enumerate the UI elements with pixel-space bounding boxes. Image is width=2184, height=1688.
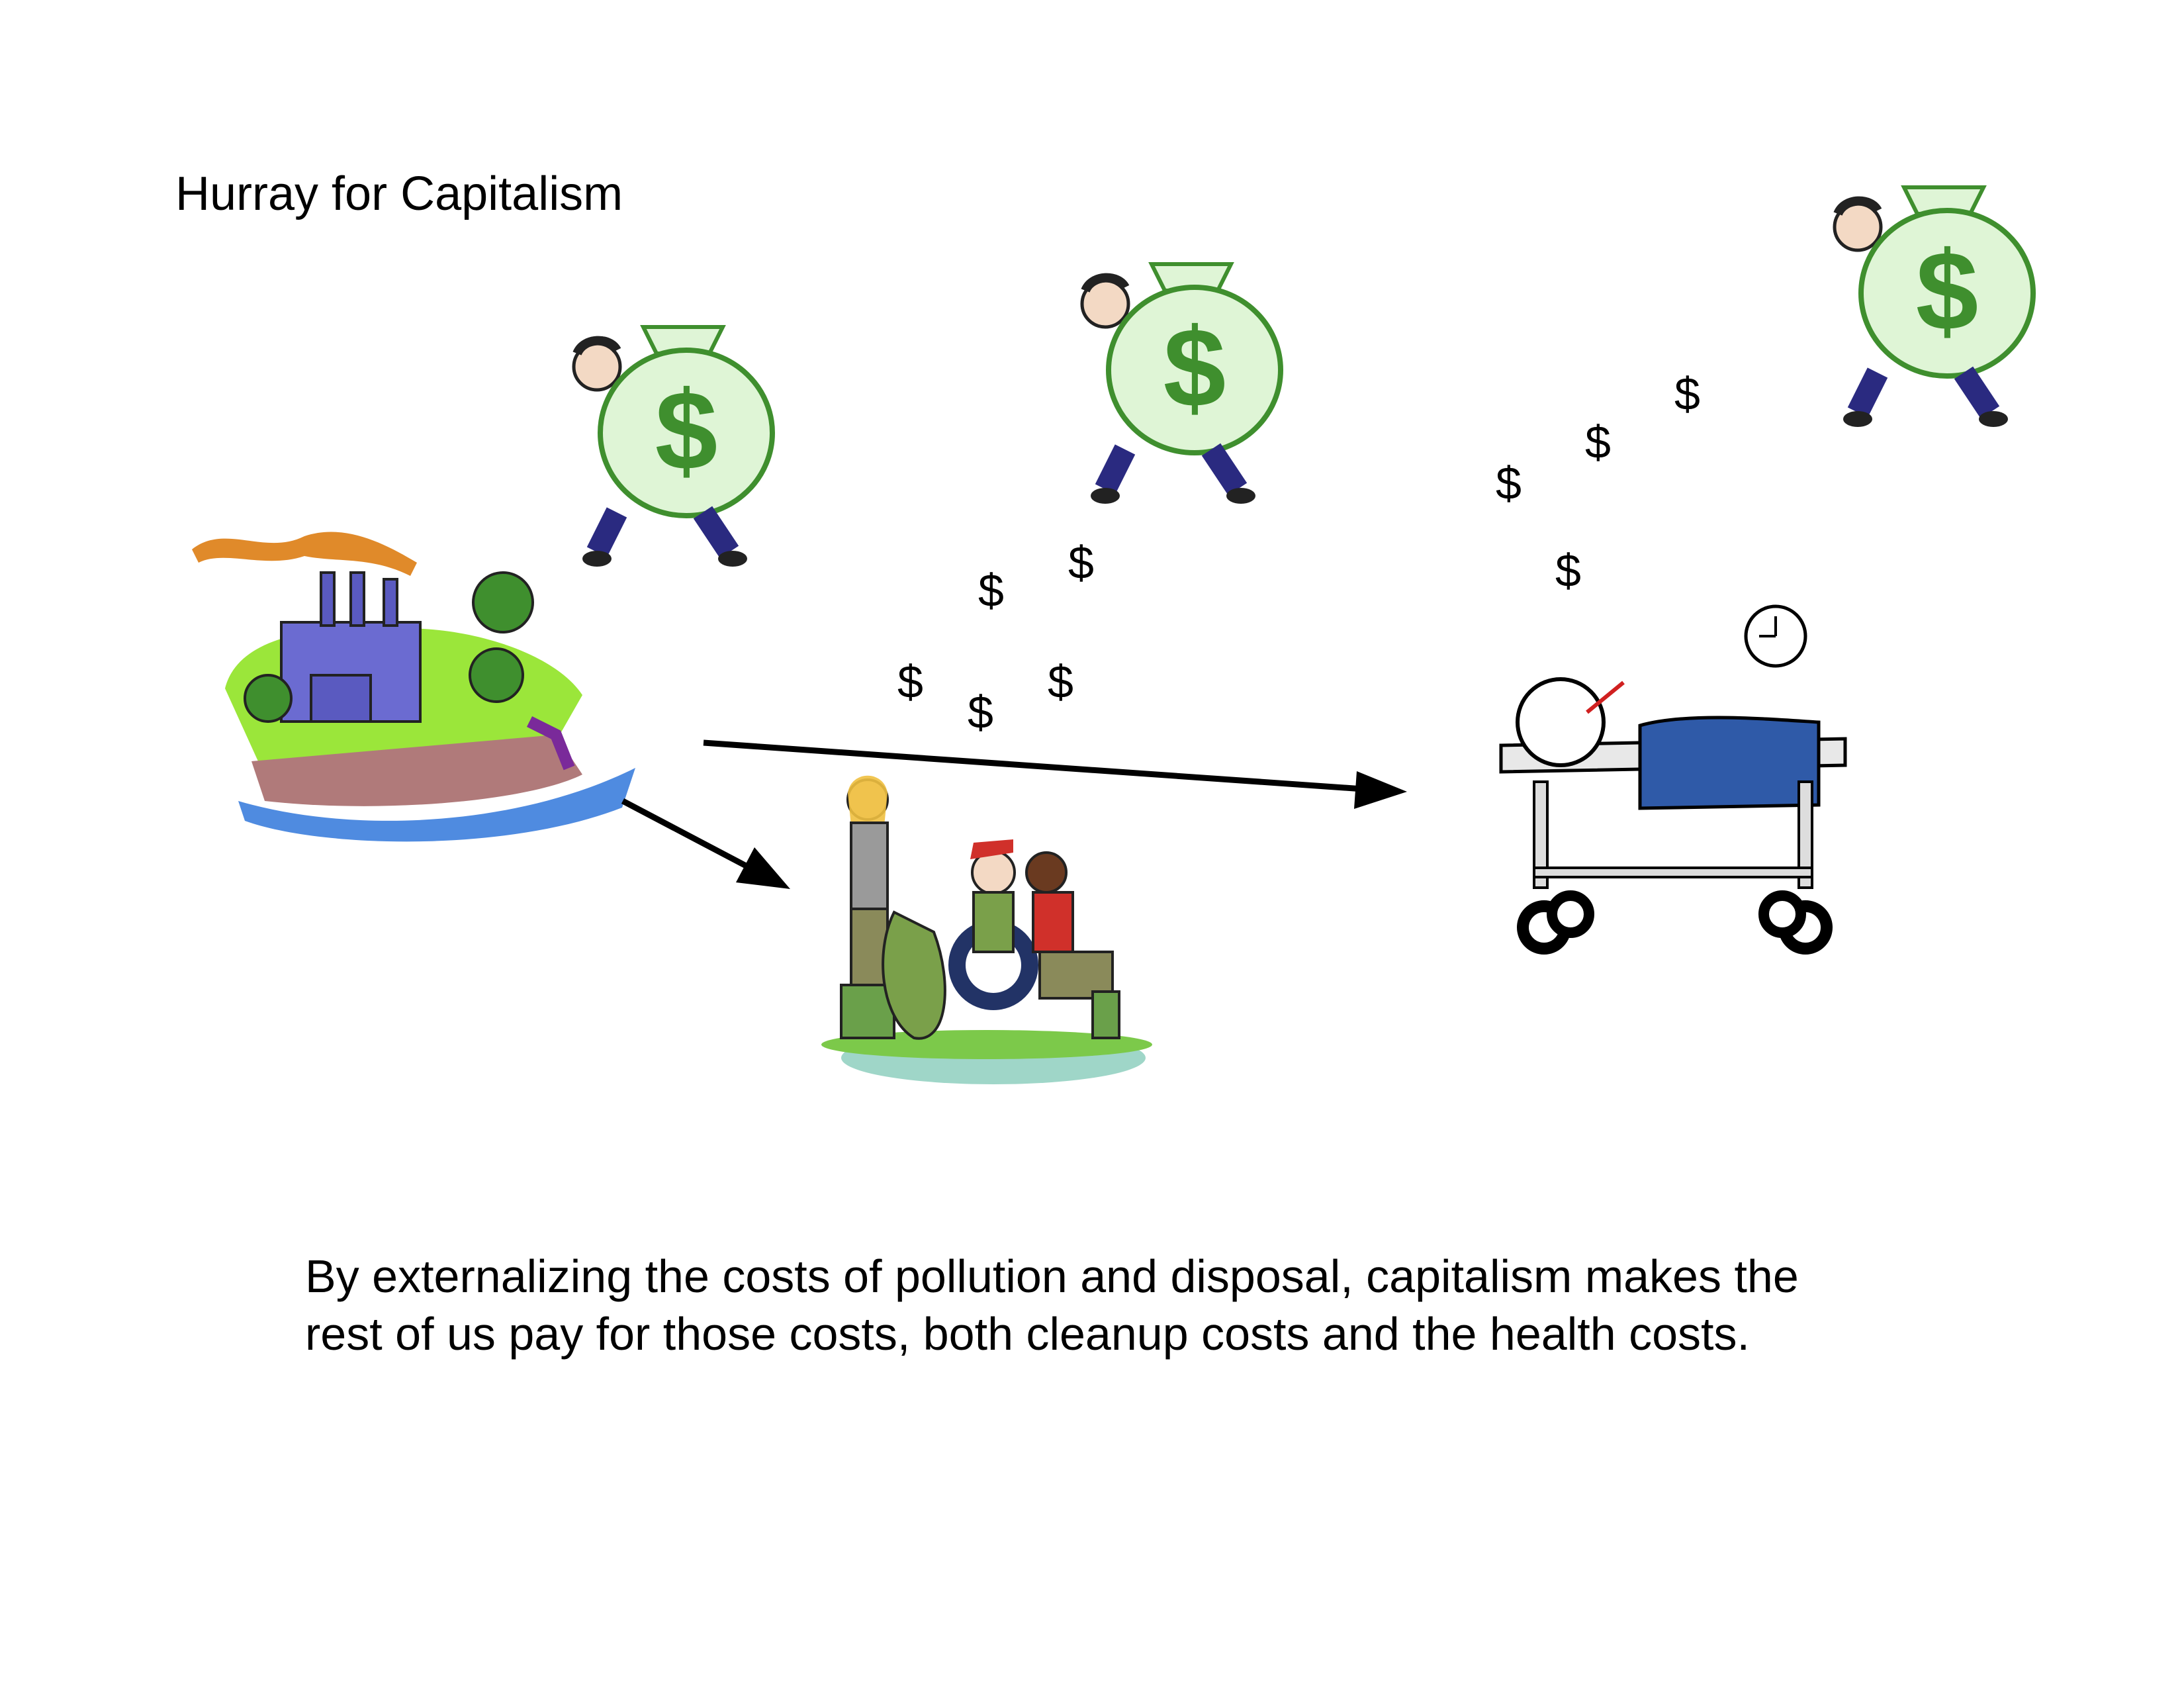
svg-text:$: $ bbox=[655, 368, 718, 494]
svg-text:$: $ bbox=[1916, 228, 1979, 354]
dollar-sign: $ bbox=[1068, 537, 1094, 588]
dollar-sign: $ bbox=[897, 656, 923, 708]
dollar-sign: $ bbox=[1585, 416, 1611, 468]
dollar-sign: $ bbox=[1048, 656, 1073, 708]
sick-patient-gurney-illustration bbox=[1499, 604, 1847, 955]
page-title: Hurray for Capitalism bbox=[175, 167, 623, 220]
caption-line-1: By externalizing the costs of pollution … bbox=[305, 1250, 1799, 1302]
polluting-factory-illustration bbox=[192, 532, 635, 842]
svg-text:$: $ bbox=[1163, 305, 1226, 431]
dollar-sign: $ bbox=[978, 565, 1004, 616]
dollar-sign: $ bbox=[1674, 368, 1700, 420]
money-bag-man-1: $ bbox=[572, 325, 775, 567]
caption-line-2: rest of us pay for those costs, both cle… bbox=[305, 1308, 1750, 1360]
dollar-sign: $ bbox=[1496, 457, 1522, 509]
money-bag-man-2: $ bbox=[1080, 262, 1283, 504]
dollar-sign: $ bbox=[1555, 545, 1581, 596]
cleanup-volunteers-illustration bbox=[821, 775, 1152, 1084]
money-bag-man-3: $ bbox=[1833, 185, 2036, 427]
caption-text: By externalizing the costs of pollution … bbox=[305, 1248, 1799, 1363]
dollar-sign: $ bbox=[968, 686, 993, 738]
